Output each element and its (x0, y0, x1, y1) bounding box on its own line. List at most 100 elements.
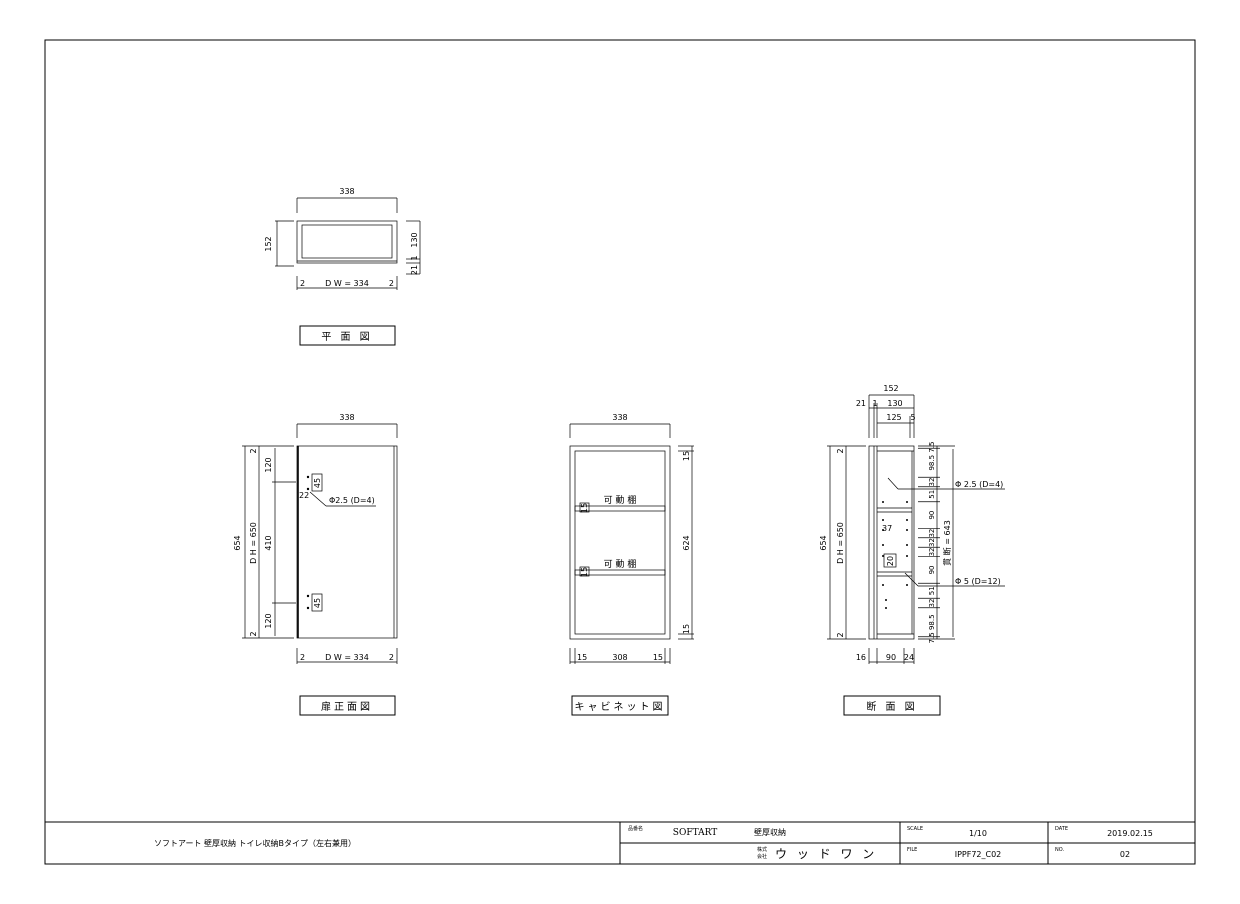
section-depth-1: 1 (872, 399, 877, 408)
no-label: NO. (1055, 847, 1064, 853)
section-bottom-gap: 2 (836, 632, 845, 637)
plan-right-130: 130 (410, 232, 419, 247)
plan-dw: D W = 334 (325, 279, 369, 288)
cabinet-title: キャビネット図 (575, 701, 666, 713)
company-prefix-2: 会社 (757, 853, 767, 860)
series: 壁厚収納 (754, 827, 786, 837)
plan-outer (296, 220, 398, 264)
chain-segment-label: 32 (928, 529, 936, 538)
section-depth-5: 5 (910, 413, 915, 422)
file-label: FILE (907, 847, 917, 853)
section-depth-125: 125 (886, 413, 901, 422)
section-depth-21: 21 (856, 399, 866, 408)
section-title-box (843, 695, 941, 716)
section-bottom-90: 90 (886, 653, 896, 662)
company-prefix-1: 株式 (757, 846, 767, 853)
cabinet-shelf-label-2: 可 動 棚 (604, 558, 637, 570)
chain-segment-label: 32 (928, 547, 936, 556)
plan-width: 338 (339, 187, 354, 196)
chain-segment-label: 90 (928, 565, 936, 574)
plan-inner (301, 224, 393, 259)
door-front-view: 338 654 D H = 650 2 2 120 410 120 45 45 … (233, 413, 398, 716)
date-label: DATE (1055, 826, 1068, 832)
cabinet-shelf-label-1: 可 動 棚 (604, 494, 637, 506)
chain-segment-label: 51 (928, 586, 936, 595)
scale-value: 1/10 (969, 829, 987, 838)
section-depth-130: 130 (887, 399, 902, 408)
door-offset: 22 (299, 491, 309, 500)
cabinet-bottom-board: 15 (682, 624, 691, 634)
cabinet-view: 338 15 624 15 可 動 棚 可 動 棚 15 15 15 308 1… (569, 413, 694, 716)
scale-label: SCALE (907, 826, 923, 832)
door-seg-bot: 120 (264, 613, 273, 628)
cabinet-outer (569, 445, 671, 640)
plan-depth: 152 (264, 236, 273, 251)
chain-segment-label: 90 (928, 511, 936, 520)
section-total-depth: 152 (883, 384, 898, 393)
door-title: 扉正面図 (321, 700, 373, 713)
no-value: 02 (1120, 850, 1130, 859)
chain-segment-label: 32 (928, 478, 936, 487)
cabinet-width: 338 (612, 413, 627, 422)
section-hole-2: Φ 5 (D=12) (955, 577, 1001, 586)
chain-segment-label: 32 (928, 599, 936, 608)
cabinet-bottom-mid: 308 (612, 653, 627, 662)
door-dw-left: 2 (300, 653, 305, 662)
section-mark-20: 20 (886, 556, 895, 566)
drawing-title: ソフトアート 壁厚収納 トイレ収納Bタイプ（左右兼用） (154, 838, 356, 848)
plan-view: 338 152 130 1 21 2 D W = 334 2 平 面 図 (264, 187, 421, 346)
cabinet-inner-height: 624 (682, 535, 691, 550)
door-width: 338 (339, 413, 354, 422)
door-bottom-gap: 2 (249, 631, 258, 636)
door-height: 654 (233, 535, 242, 550)
door-seg-mid: 410 (264, 535, 273, 550)
section-hole-1: Φ 2.5 (D=4) (955, 480, 1003, 489)
cabinet-top-board: 15 (682, 451, 691, 461)
cabinet-bottom-right: 15 (653, 653, 663, 662)
plan-right-1: 1 (410, 255, 419, 260)
cabinet-shelf-tag-2: 15 (580, 567, 589, 577)
section-bottom-24: 24 (904, 653, 914, 662)
cabinet-shelf-1 (574, 505, 666, 512)
section-title: 断 面 図 (866, 700, 917, 713)
section-top-gap: 2 (836, 448, 845, 453)
door-hinge-bot: 45 (313, 598, 322, 608)
section-bottom-16: 16 (856, 653, 866, 662)
plan-right-21: 21 (410, 265, 419, 275)
door-title-box (299, 695, 396, 716)
section-mark-37: 37 (882, 524, 892, 533)
sheet-border (44, 39, 1196, 865)
door-hole: Φ2.5 (D=4) (329, 496, 375, 505)
chain-segment-label: 7.5 (928, 442, 936, 453)
cabinet-bottom-left: 15 (577, 653, 587, 662)
company-name: ウ ッ ド ワ ン (775, 847, 877, 861)
chain-segment-label: 32 (928, 538, 936, 547)
chain-segment-label: 98.5 (928, 614, 936, 630)
title-block: ソフトアート 壁厚収納 トイレ収納Bタイプ（左右兼用） 品番名 SOFTART … (45, 821, 1195, 864)
door-dh: D H = 650 (249, 522, 258, 564)
product-tag: 品番名 (628, 825, 643, 832)
chain-segment-label: 98.5 (928, 455, 936, 471)
section-dh: D H = 650 (836, 522, 845, 564)
section-view: 152 21 1 130 125 5 654 D H = 650 2 2 7.5… (819, 384, 1005, 716)
plan-title: 平 面 図 (321, 331, 372, 343)
plan-title-box (299, 325, 396, 346)
door-panel (296, 445, 398, 639)
plan-dw-left: 2 (300, 279, 305, 288)
cabinet-inner (574, 450, 666, 635)
plan-dw-right: 2 (389, 279, 394, 288)
chain-segment-label: 51 (928, 490, 936, 499)
cabinet-shelf-2 (574, 569, 666, 576)
cabinet-shelf-tag-1: 15 (580, 503, 589, 513)
door-dw-right: 2 (389, 653, 394, 662)
file-value: IPPF72_C02 (955, 850, 1002, 859)
door-seg-top: 120 (264, 457, 273, 472)
section-height: 654 (819, 535, 828, 550)
brand: SOFTART (673, 828, 717, 838)
door-top-gap: 2 (249, 448, 258, 453)
section-outer (868, 445, 915, 640)
door-dw: D W = 334 (325, 653, 369, 662)
door-hinge-top: 45 (313, 478, 322, 488)
